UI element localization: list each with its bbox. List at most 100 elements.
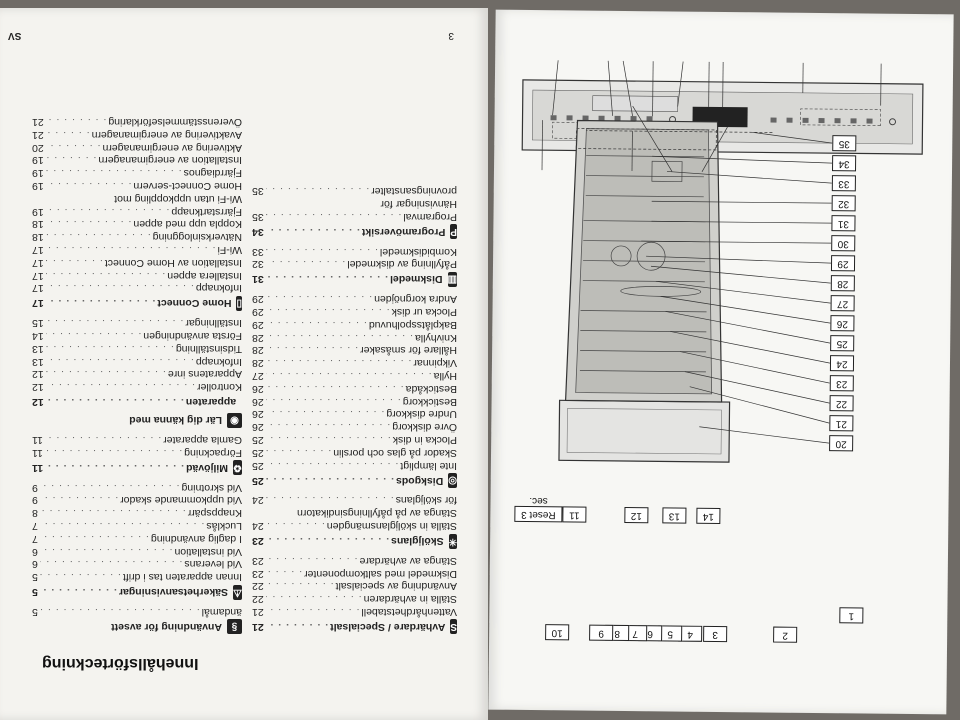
callout-34: 34 (832, 155, 857, 172)
toc-section-heading: ✳Sköljglans23 (252, 532, 457, 550)
callout-23: 23 (829, 375, 854, 392)
toc-leader-dots (46, 257, 103, 269)
toc-entry-page: 31 (252, 273, 264, 286)
toc-leader-dots (266, 621, 328, 633)
toc-entry: Vattenhårdhetstabell21 (252, 605, 457, 618)
toc-leader-dots (40, 520, 205, 532)
toc-entry: Vid skrotning9 (32, 481, 242, 494)
toc-entry-label: Hållare för småsaker (360, 344, 457, 357)
toc-entry-label: Vid leverans (184, 558, 242, 571)
toc-leader-dots (266, 357, 412, 369)
toc-entry-label: Överensstämmelseförklaring (108, 116, 242, 129)
toc-entry: Diskmedel med saltkomponenter23 (252, 567, 457, 580)
toc-leader-dots (40, 571, 121, 583)
toc-leader-dots (46, 218, 132, 230)
toc-entry-page: 26 (252, 382, 264, 395)
toc-entry-page: 5 (32, 586, 38, 599)
page-number: 3 (448, 30, 454, 41)
toc-entry-page: 25 (252, 474, 264, 487)
toc-leader-dots (266, 520, 325, 532)
toc-leader-dots (266, 460, 399, 472)
toc-leader-dots (46, 297, 156, 309)
toc-entry-label: Användning av specialsalt (335, 580, 457, 593)
toc-entry-page: 17 (32, 256, 44, 269)
toc-entry-label: Första användningen (143, 330, 242, 343)
callout-2: 2 (773, 626, 798, 643)
toc-entry-page: 23 (252, 567, 264, 580)
toc-entry-page: 23 (252, 535, 264, 548)
toc-leader-dots (45, 462, 184, 474)
toc-leader-dots (266, 535, 389, 547)
toc-entry-page: 15 (32, 317, 44, 330)
toc-entry-label: Kombidiskmedel (379, 245, 457, 258)
callout-32: 32 (831, 195, 856, 212)
toc-entry-page: 12 (32, 381, 44, 394)
toc-leader-dots (266, 293, 372, 305)
toc-section-heading: §Användning för avsett (32, 618, 242, 636)
toc-entry: Home Connect-servern19 (32, 179, 242, 192)
callout-1: 1 (839, 607, 864, 624)
toc-entry-page: 5 (32, 606, 38, 618)
toc-entry-page: 35 (252, 210, 264, 223)
toc-entry-label: Knivhylla (414, 331, 457, 344)
toc-leader-dots (266, 273, 388, 285)
toc-leader-dots (266, 475, 394, 487)
toc-entry: Vid leverans6 (32, 558, 242, 571)
toc-entry-label: Vattenhårdhetstabell (361, 606, 457, 618)
toc-section-heading: ▯Home Connect17 (32, 294, 242, 312)
toc-entry-page: 27 (252, 370, 264, 383)
toc-entry-page: 12 (32, 396, 44, 409)
toc-entry-label: Infoknapp (195, 355, 242, 368)
callout-22: 22 (829, 395, 854, 412)
toc-entry-label: Vid uppkommande skador (120, 494, 242, 507)
toc-entry: Undre diskkorg26 (252, 408, 457, 420)
toc-entry-label: Wi-Fi (217, 244, 243, 257)
toc-entry: Ställa in avhärdaren22 (252, 592, 457, 605)
toc-leader-dots (45, 434, 161, 446)
toc-entry-label: Stänga av på påfyllningsindikatorn (297, 507, 457, 520)
toc-entry-page: 7 (32, 532, 38, 545)
toc-leader-dots (266, 332, 413, 344)
toc-entry-label: Andra korgnöjden (374, 293, 457, 306)
toc-entry-label: Nätverksinloggning (152, 231, 242, 244)
toc-entry-page: 24 (252, 494, 264, 507)
callout-31: 31 (831, 215, 856, 232)
toc-entry-label: Förpackning (184, 446, 242, 459)
sparkle-icon: ✳ (448, 533, 457, 549)
toc-entry-page: 6 (32, 545, 38, 558)
toc-leader-dots (266, 421, 391, 433)
toc-entry: Hänvisningar för (252, 197, 457, 210)
toc-entry-page: 26 (252, 395, 264, 408)
toc-entry: Inställningar15 (32, 316, 242, 329)
toc-entry-page: 25 (252, 459, 264, 472)
toc-entry-label: Koppla upp med appen (133, 218, 242, 231)
toc-entry: provningsanstalter35 (252, 184, 457, 197)
toc-entry-page: 14 (32, 330, 44, 343)
toc-leader-dots (46, 356, 194, 368)
toc-entry-page: 32 (252, 258, 264, 271)
toc-entry: Aktivering av energimanagern20 (32, 141, 242, 154)
toc-leader-dots (266, 319, 367, 331)
toc-leader-dots (46, 206, 170, 218)
toc-entry-label: Avhärdare / Specialsalt (330, 621, 446, 633)
toc-entry: Inte lämpligt25 (252, 459, 457, 472)
toc-leader-dots (46, 381, 195, 393)
toc-entry-label: Ställa in sköljglansmängden (326, 520, 457, 533)
toc-entry-page: 34 (252, 225, 264, 238)
toc-entry: Vikpinnar28 (252, 356, 457, 369)
toc-leader-dots (46, 368, 166, 380)
toc-leader-dots (45, 447, 182, 459)
toc-entry-page: 26 (252, 421, 264, 434)
toc-leader-dots (46, 317, 184, 329)
toc-entry-page: 21 (252, 621, 264, 633)
toc-leader-dots (46, 180, 132, 192)
toc-leader-dots (266, 434, 391, 446)
dish-icon: ◎ (448, 473, 457, 489)
toc-section-heading: ◎Diskgods25 (252, 472, 457, 490)
detergent-icon: ▥ (447, 271, 457, 287)
toc-entry-label: för sköljglans (395, 494, 457, 507)
toc-leader-dots (266, 370, 432, 382)
toc-entry-page: 22 (252, 580, 264, 593)
toc-entry-label: Stänga av avhärdare (359, 554, 457, 567)
